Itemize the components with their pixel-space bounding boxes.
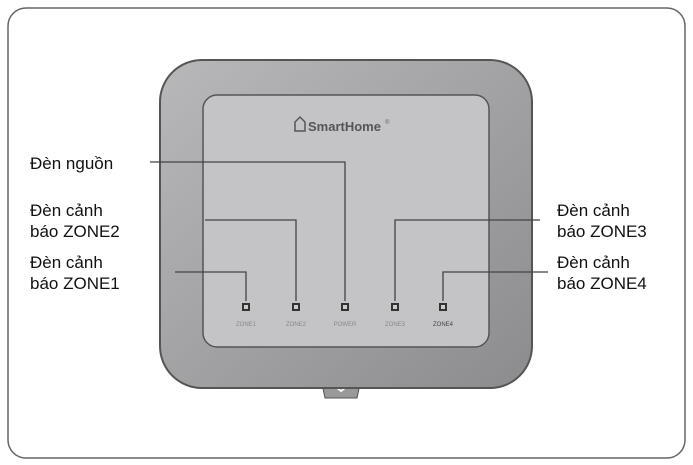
- device-panel: [202, 94, 490, 348]
- led-lens: [294, 305, 298, 309]
- led-lens: [343, 305, 347, 309]
- callout-zone2-line2: báo ZONE2: [30, 222, 120, 241]
- house-icon: [294, 115, 306, 132]
- callout-zone4-line1: Đèn cảnh: [557, 253, 630, 272]
- zone4-leader-line: [442, 271, 548, 301]
- callout-zone1-line2: báo ZONE1: [30, 274, 120, 293]
- led-label: ZONE4: [433, 322, 454, 328]
- trademark: ®: [385, 119, 390, 126]
- smarthome-logo: SmartHome ®: [294, 115, 390, 134]
- led-lens: [441, 305, 445, 309]
- callout-zone2-line1: Đèn cảnh: [30, 201, 103, 220]
- zone3-leader-line: [394, 219, 540, 301]
- zone1-leader-line: [175, 271, 247, 301]
- power-leader-line: [150, 161, 346, 301]
- callout-zone1-line1: Đèn cảnh: [30, 253, 103, 272]
- led-lens: [393, 305, 397, 309]
- zone2-leader-line: [205, 219, 297, 301]
- led-label: ZONE1: [236, 322, 257, 328]
- led-label: ZONE2: [286, 322, 307, 328]
- led-power: POWER: [334, 303, 357, 328]
- led-zone1: ZONE1: [236, 303, 257, 328]
- callout-zone3-line2: báo ZONE3: [557, 222, 647, 241]
- led-label: ZONE3: [385, 322, 406, 328]
- callout-zone3-line1: Đèn cảnh: [557, 201, 630, 220]
- led-label: POWER: [334, 322, 357, 328]
- led-zone3: ZONE3: [385, 303, 406, 328]
- led-zone2: ZONE2: [286, 303, 307, 328]
- led-lens: [244, 305, 248, 309]
- callout-zone4-line2: báo ZONE4: [557, 274, 647, 293]
- brand-name: SmartHome: [308, 119, 381, 134]
- led-zone4: ZONE4: [433, 303, 454, 328]
- callout-power: Đèn nguồn: [30, 154, 113, 173]
